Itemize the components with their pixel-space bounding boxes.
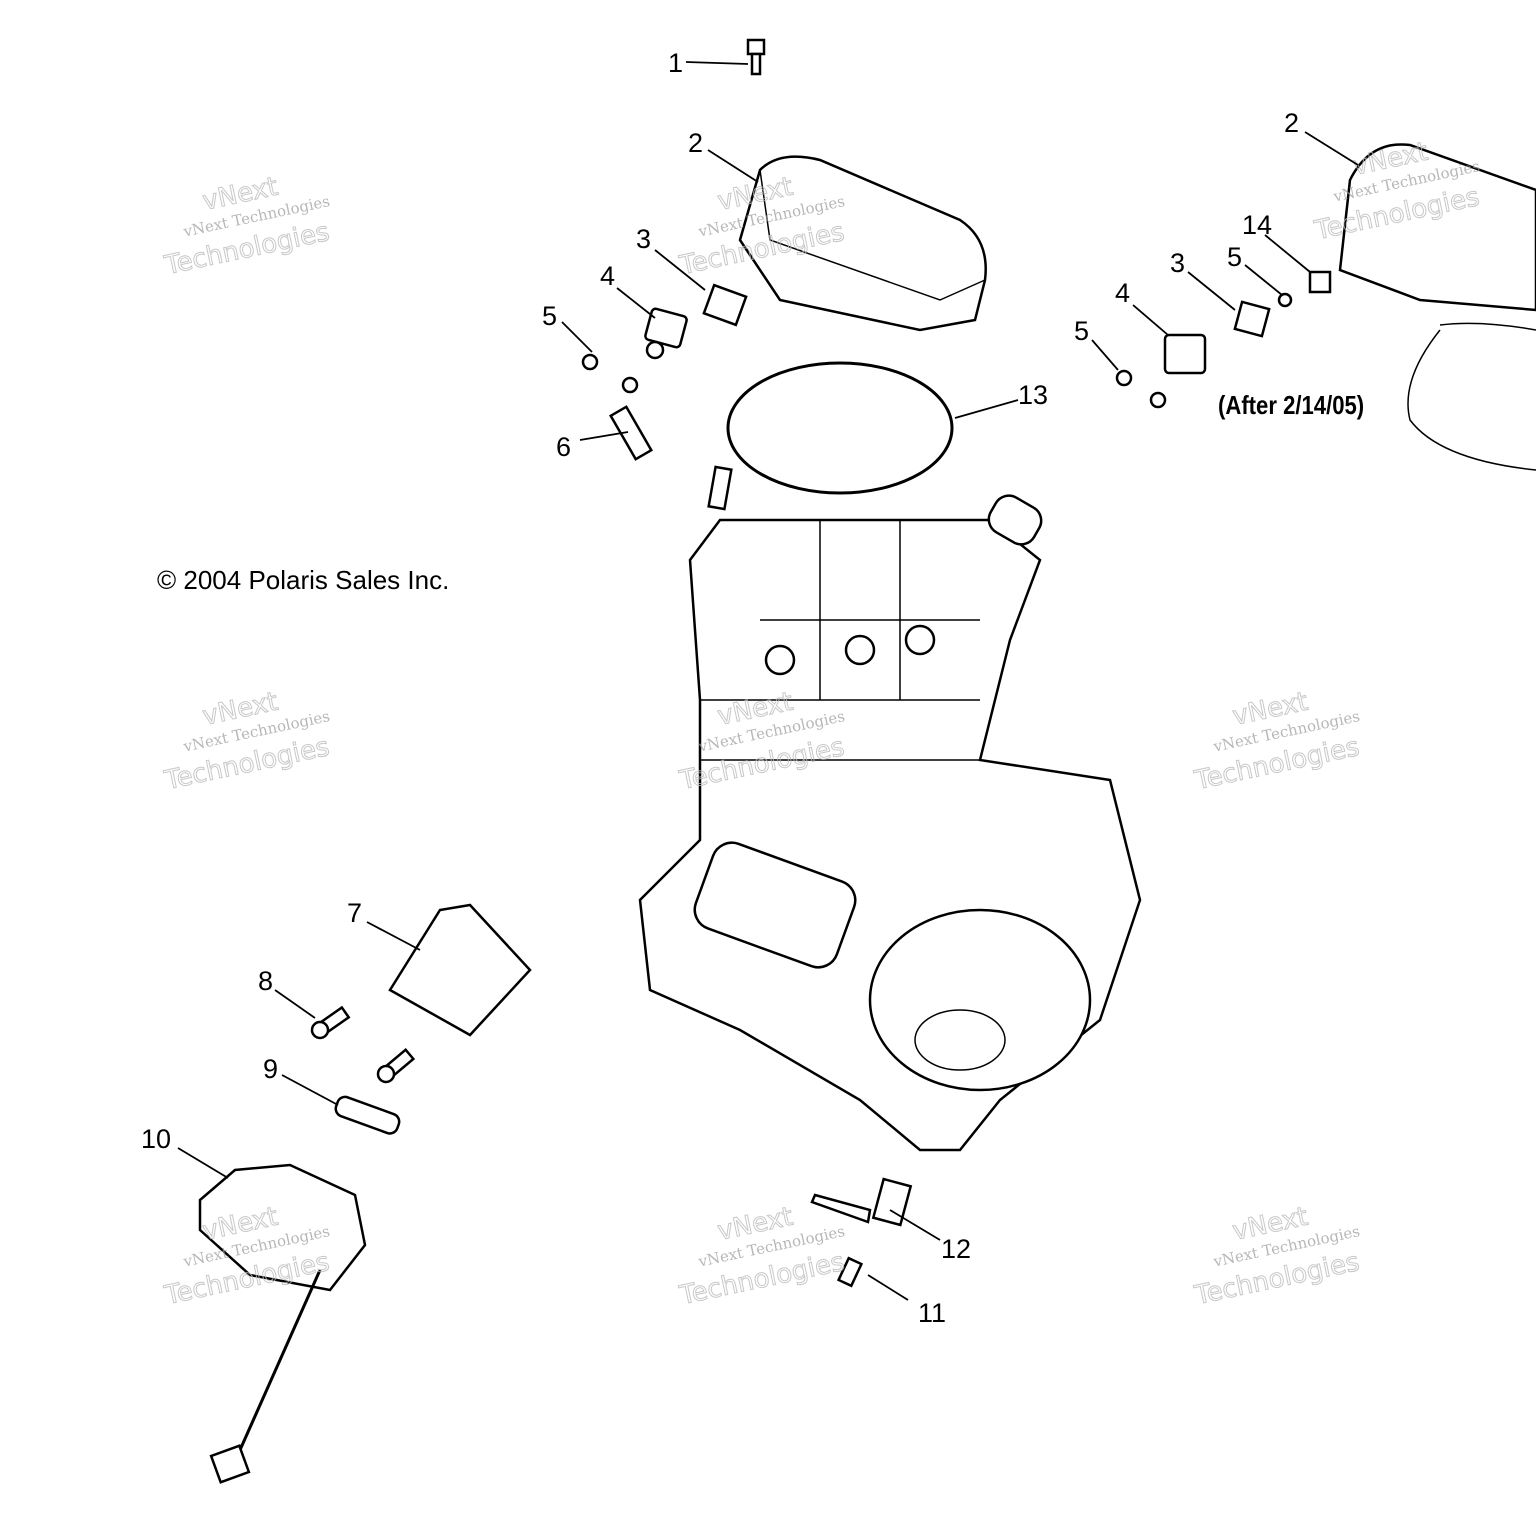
callout-4: 4	[1115, 278, 1130, 308]
part-bolt-8	[310, 1005, 416, 1084]
callout-4: 4	[600, 261, 615, 291]
callout-5: 5	[1074, 316, 1089, 346]
part-valve-cover	[738, 155, 987, 332]
callout-6: 6	[556, 432, 571, 462]
leader-line	[1244, 264, 1283, 296]
leader-line	[1187, 271, 1236, 311]
copyright-text: © 2004 Polaris Sales Inc.	[157, 565, 450, 595]
part-plug-6	[608, 405, 733, 511]
callout-8: 8	[258, 966, 273, 996]
callout-9: 9	[263, 1054, 278, 1084]
leader-line	[1264, 234, 1311, 273]
leader-line	[281, 1074, 339, 1106]
leader-line	[579, 431, 629, 441]
part-bolt-5	[581, 353, 639, 394]
part-drawings	[198, 38, 1536, 1484]
leader-line	[274, 989, 316, 1019]
part-pin-9	[334, 1095, 401, 1135]
leader-line	[1091, 339, 1119, 371]
leader-line	[177, 1147, 229, 1179]
callout-14: 14	[1242, 210, 1272, 240]
callout-1: 1	[668, 48, 683, 78]
leader-line	[1304, 131, 1359, 166]
callout-5: 5	[542, 301, 557, 331]
leader-line	[685, 61, 749, 65]
part-o-ring-13	[726, 361, 954, 495]
callout-5: 5	[1227, 242, 1242, 272]
part-valve-cover-after	[1338, 143, 1536, 471]
part-throttle-body-10	[198, 1163, 367, 1484]
callout-3: 3	[636, 224, 651, 254]
callout-7: 7	[347, 898, 362, 928]
callout-2: 2	[688, 128, 703, 158]
callout-13: 13	[1018, 380, 1048, 410]
leader-line	[867, 1274, 909, 1301]
part-label-14	[1308, 270, 1332, 294]
leader-line	[889, 1209, 941, 1241]
part-sensor-4	[644, 307, 688, 360]
part-bolt-1	[746, 38, 766, 76]
leader-line	[954, 399, 1019, 419]
callout-10: 10	[141, 1124, 171, 1154]
leader-line	[654, 249, 706, 291]
leader-line	[616, 287, 656, 319]
part-gasket-3	[702, 283, 748, 327]
part-engine-assembly	[638, 494, 1142, 1152]
revision-note: (After 2/14/05)	[1218, 390, 1365, 420]
leader-lines	[177, 61, 1359, 1301]
leader-line	[561, 321, 593, 353]
part-sensor-12	[810, 1177, 913, 1227]
leader-line	[1132, 304, 1169, 336]
leader-line	[366, 921, 421, 951]
callout-2: 2	[1284, 108, 1299, 138]
callout-3: 3	[1170, 248, 1185, 278]
part-fitting-11	[836, 1256, 864, 1288]
part-intake-7	[388, 903, 532, 1037]
callout-11: 11	[918, 1298, 946, 1328]
part-sensor-4-after	[1115, 292, 1293, 409]
part-gasket-3-after	[1233, 300, 1271, 338]
callout-12: 12	[941, 1234, 971, 1264]
leader-line	[707, 149, 759, 183]
